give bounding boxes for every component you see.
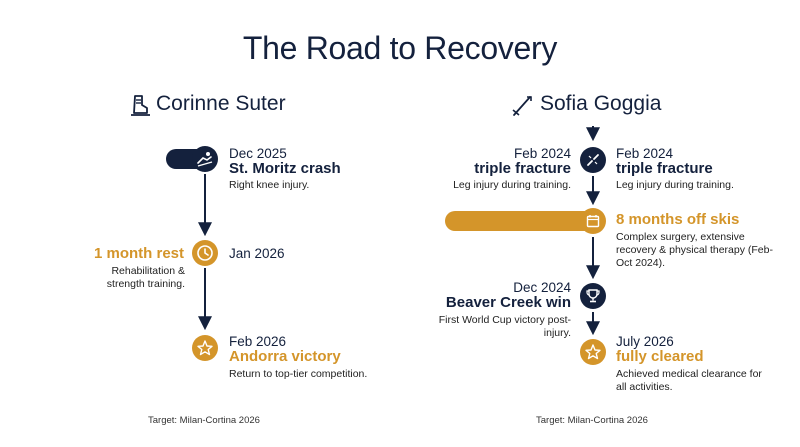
page-title: The Road to Recovery <box>242 30 558 66</box>
star-icon <box>192 335 218 361</box>
right-event-1-date: Feb 2024 <box>616 146 674 161</box>
athlete-name-left: Corinne Suter <box>156 92 286 115</box>
left-footer: Target: Milan-Cortina 2026 <box>148 415 260 426</box>
left-node-rest <box>192 240 218 266</box>
right-node-off-skis <box>580 208 606 234</box>
left-node-crash <box>192 146 218 172</box>
fracture-icon <box>580 147 606 173</box>
star-icon <box>580 339 606 365</box>
right-event-4-heading: fully cleared <box>616 348 704 365</box>
left-node-victory <box>192 335 218 361</box>
calendar-icon <box>580 208 606 234</box>
right-event-3-desc: First World Cup victory post-injury. <box>438 314 571 339</box>
athlete-name-right: Sofia Goggia <box>540 92 662 115</box>
right-event-1-desc-mirror: Leg injury during training. <box>453 179 571 191</box>
right-event-3-date: Dec 2024 <box>513 280 571 295</box>
right-node-fracture <box>580 147 606 173</box>
left-event-2-date: Jan 2026 <box>229 246 285 261</box>
ski-boot-icon <box>131 95 150 116</box>
left-event-1-date: Dec 2025 <box>229 146 287 161</box>
left-event-1-desc: Right knee injury. <box>229 179 310 191</box>
athlete-header-right: Sofia Goggia <box>510 92 670 119</box>
right-node-cleared <box>580 339 606 365</box>
right-event-1-desc: Leg injury during training. <box>616 179 734 191</box>
left-event-1-heading: St. Moritz crash <box>229 160 341 177</box>
athlete-header-left: Corinne Suter <box>128 92 308 119</box>
right-event-1-date-mirror: Feb 2024 <box>513 146 571 161</box>
crash-icon <box>192 146 218 172</box>
right-duration-bar <box>445 211 605 231</box>
right-event-2-heading: 8 months off skis <box>616 211 740 228</box>
left-event-2-heading: 1 month rest <box>93 245 184 262</box>
ski-pole-icon <box>512 96 532 116</box>
right-event-3-heading: Beaver Creek win <box>445 294 571 311</box>
left-event-3-heading: Andorra victory <box>229 348 341 365</box>
right-footer: Target: Milan-Cortina 2026 <box>536 415 648 426</box>
right-event-4-date: July 2026 <box>616 334 674 349</box>
left-event-3-date: Feb 2026 <box>229 334 287 349</box>
left-event-2-desc: Rehabilitation & strength training. <box>106 265 185 290</box>
right-event-1-heading-mirror: triple fracture <box>474 160 571 177</box>
right-event-2-desc: Complex surgery, extensive recovery & ph… <box>616 231 773 269</box>
trophy-icon <box>580 283 606 309</box>
right-node-beaver-creek <box>580 283 606 309</box>
right-event-1-heading: triple fracture <box>616 160 713 177</box>
left-event-3-desc: Return to top-tier competition. <box>229 368 368 380</box>
right-event-4-desc: Achieved medical clearance for all activ… <box>616 368 762 393</box>
clock-icon <box>192 240 218 266</box>
